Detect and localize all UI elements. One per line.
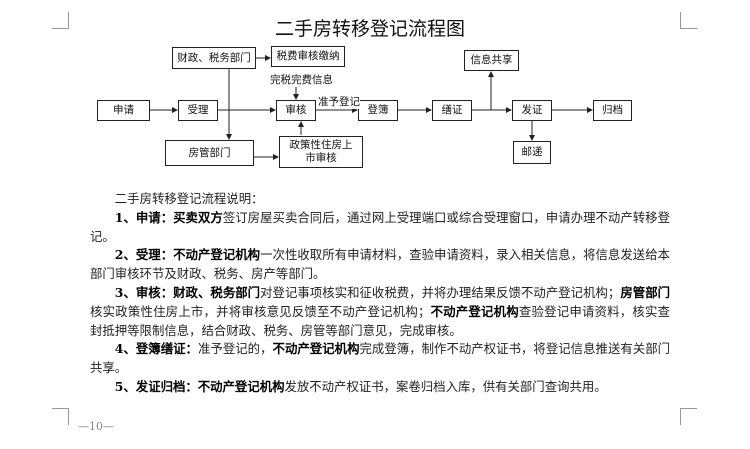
explanation: 二手房转移登记流程说明： 1、申请：买卖双方签订房屋买卖合同后，通过网上受理端口…: [90, 190, 670, 397]
body-text: 准予登记的，: [197, 341, 273, 357]
body-text: 查验登记申请资料，核实查封抵押等限制信息，结合财政、税务、房管等部门意见，完成审…: [90, 303, 671, 338]
corner-mark: [680, 12, 697, 29]
bold-text: 2、受理：不动产登记机构: [114, 247, 261, 263]
step-apply: 申请: [97, 100, 150, 121]
body-text: 完成登簿，制作不动产权证书，将登记信息推送有关部门共享。: [90, 341, 671, 376]
bold-text: 1、申请：买卖双方: [114, 209, 223, 225]
info-share-box: 信息共享: [464, 50, 519, 71]
tax-info-label: 完税完费信息: [270, 72, 333, 87]
page-title: 二手房转移登记流程图: [274, 18, 465, 40]
bold-text: 房管部门: [620, 284, 671, 300]
corner-mark: [52, 408, 69, 425]
bold-text: 3、审核：财政、税务部门: [114, 284, 261, 300]
mail-box: 邮递: [513, 141, 551, 164]
step-issue: 发证: [512, 100, 552, 121]
step-register: 登簿: [358, 100, 398, 121]
explanation-paragraph: 5、发证归档：不动产登记机构发放不动产权证书，案卷归档入库，供有关部门查询共用。: [90, 378, 670, 397]
body-text: 签订房屋买卖合同后，通过网上受理端口或综合受理窗口，申请办理不动产转移登记。: [90, 209, 670, 244]
tax-review-box: 税费审核缴纳: [271, 46, 345, 67]
explanation-paragraph: 4、登簿缮证：准予登记的，不动产登记机构完成登簿，制作不动产权证书，将登记信息推…: [90, 340, 670, 378]
body-text: 一次性收取所有申请材料，查验申请资料，录入相关信息，将信息发送给本部门审核环节及…: [90, 247, 671, 282]
corner-mark: [680, 408, 697, 425]
explanation-paragraph: 1、申请：买卖双方签订房屋买卖合同后，通过网上受理端口或综合受理窗口，申请办理不…: [90, 209, 670, 247]
step-review: 审核: [276, 100, 316, 121]
housing-dept: 房管部门: [165, 140, 254, 166]
policy-review-box: 政策性住房上市审核: [279, 136, 363, 168]
finance-tax-dept: 财政、税务部门: [172, 47, 256, 69]
body-text: 对登记事项核实和征收税费，并将办理结果反馈不动产登记机构；: [260, 284, 621, 300]
explanation-paragraph: 2、受理：不动产登记机构一次性收取所有申请材料，查验申请资料，录入相关信息，将信…: [90, 246, 670, 284]
explanation-paragraph: 3、审核：财政、税务部门对登记事项核实和征收税费，并将办理结果反馈不动产登记机构…: [90, 284, 670, 340]
step-accept: 受理: [178, 100, 218, 121]
corner-mark: [52, 12, 69, 29]
bold-text: 不动产登记机构: [272, 341, 360, 357]
body-text: 核实政策性住房上市，并将审核意见反馈至不动产登记机构；: [90, 303, 431, 319]
step-archive: 归档: [593, 100, 632, 121]
approve-label: 准予登记: [318, 94, 360, 109]
bold-text: 不动产登记机构: [430, 303, 519, 319]
body-text: 发放不动产权证书，案卷归档入库，供有关部门查询共用。: [284, 378, 607, 394]
bold-text: 4、登簿缮证：: [114, 341, 198, 357]
explanation-heading: 二手房转移登记流程说明：: [114, 191, 264, 206]
step-print-cert: 缮证: [432, 100, 472, 121]
page-number: —10—: [78, 420, 114, 433]
bold-text: 5、发证归档：不动产登记机构: [114, 378, 285, 394]
